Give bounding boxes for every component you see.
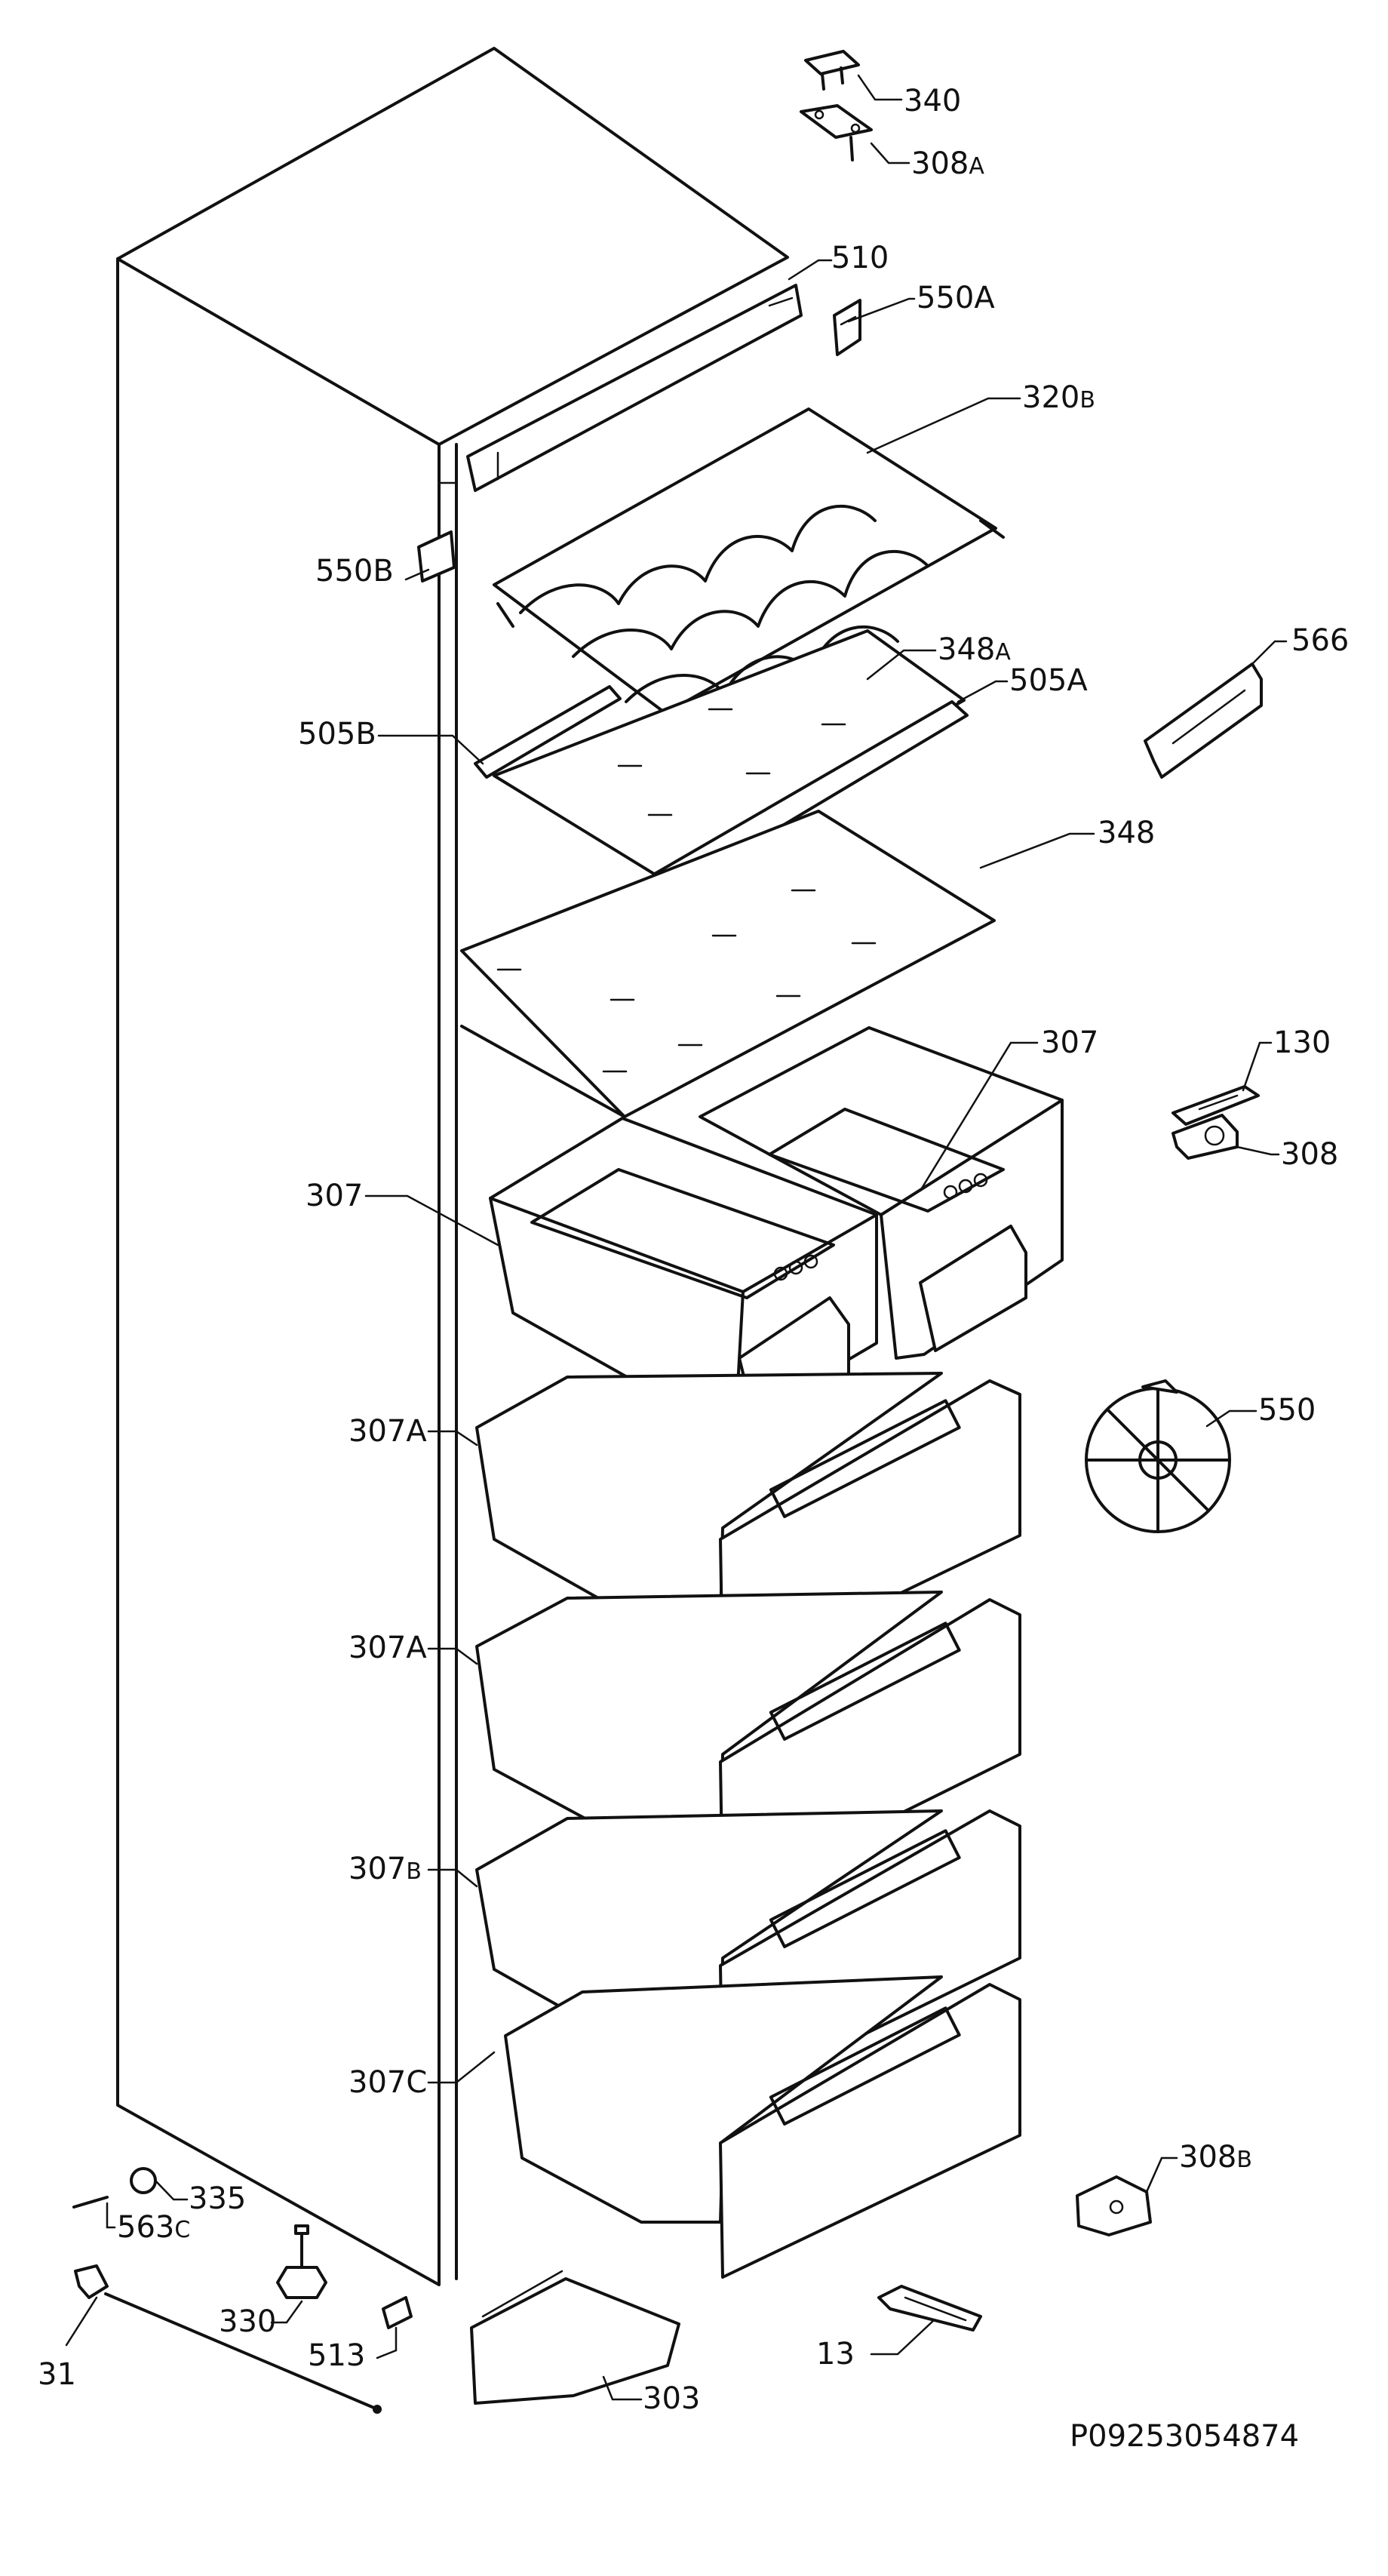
- label-348: 348: [1098, 816, 1155, 850]
- hinge-130: [1172, 1085, 1260, 1126]
- slide-13: [877, 2285, 982, 2332]
- cap-335: [130, 2167, 157, 2194]
- label-340: 340: [904, 84, 961, 118]
- hinge-340: [804, 50, 860, 91]
- pin-563c: [72, 2196, 109, 2209]
- label-307-top: 307: [1041, 1025, 1098, 1060]
- label-307a-1: 307A: [349, 1414, 427, 1449]
- door-bin-566: [1144, 662, 1263, 779]
- label-31: 31: [38, 2357, 76, 2392]
- label-13: 13: [816, 2337, 855, 2372]
- label-308b: 308B: [1179, 2140, 1252, 2175]
- clip-513: [382, 2296, 413, 2329]
- glass-shelf-348: [460, 810, 996, 1118]
- crisper-drawer-307-right: [699, 1026, 1064, 1360]
- label-320b: 320B: [1022, 380, 1095, 415]
- labels: 340 308A 510 550A 320B 550B 348A 505A 50…: [38, 84, 1349, 2454]
- label-335: 335: [189, 2181, 246, 2216]
- bracket-550b: [417, 530, 456, 583]
- label-307-left: 307: [306, 1179, 363, 1213]
- label-307a-2: 307A: [349, 1631, 427, 1665]
- label-510: 510: [831, 241, 889, 275]
- label-348a: 348A: [938, 632, 1011, 667]
- label-550: 550: [1258, 1393, 1316, 1428]
- document-id: P09253054874: [1070, 2419, 1299, 2454]
- label-505b: 505B: [298, 717, 376, 752]
- hinge-308a: [800, 104, 873, 161]
- label-130: 130: [1273, 1025, 1331, 1060]
- label-308: 308: [1281, 1137, 1338, 1172]
- label-513: 513: [308, 2338, 365, 2373]
- handle-strip-510: [466, 284, 803, 492]
- hinge-308b: [1076, 2175, 1152, 2236]
- kickplate-303: [470, 2270, 680, 2405]
- label-307c: 307C: [349, 2065, 427, 2100]
- wine-rack-320b: [493, 407, 1005, 715]
- wheel-550: [1085, 1379, 1231, 1533]
- label-505a: 505A: [1009, 663, 1088, 698]
- foot-330: [276, 2224, 327, 2299]
- label-550a: 550A: [917, 281, 995, 315]
- cable-31: [74, 2264, 382, 2414]
- label-563c: 563C: [117, 2210, 190, 2245]
- cabinet-body: [116, 47, 789, 2286]
- label-550b: 550B: [315, 554, 394, 589]
- label-307b: 307B: [349, 1852, 422, 1886]
- bracket-550a: [833, 299, 861, 356]
- label-303: 303: [643, 2381, 700, 2416]
- label-330: 330: [219, 2304, 276, 2339]
- label-566: 566: [1291, 623, 1349, 658]
- leader-lines: [65, 74, 1288, 2401]
- label-308a: 308A: [911, 146, 984, 181]
- freezer-drawer-307c: [504, 1975, 1021, 2279]
